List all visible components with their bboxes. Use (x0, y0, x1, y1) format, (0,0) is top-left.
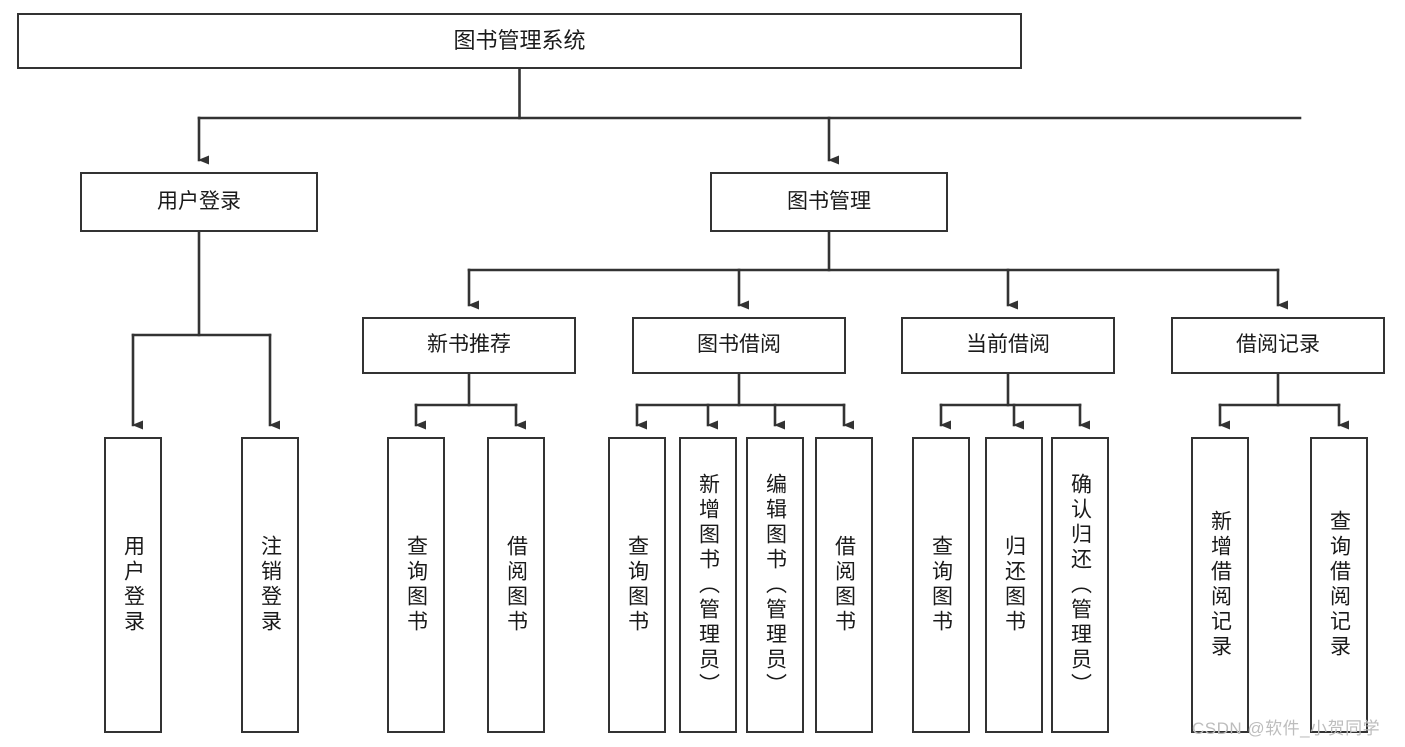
node-borrow-record-label: 借阅记录 (1236, 333, 1320, 357)
node-leaf-return-book[interactable]: 归还图书 (985, 437, 1043, 733)
node-leaf-user-logout[interactable]: 注销登录 (241, 437, 299, 733)
node-leaf-add-record[interactable]: 新增借阅记录 (1191, 437, 1249, 733)
node-leaf-confirm-return-label: 确认归还（管理员） (1068, 472, 1092, 698)
node-current-borrow-label: 当前借阅 (966, 333, 1050, 357)
node-leaf-query-book-rec-label: 查询图书 (404, 535, 428, 635)
node-user-login[interactable]: 用户登录 (80, 172, 318, 232)
node-book-borrow[interactable]: 图书借阅 (632, 317, 846, 374)
node-leaf-query-book-cur-label: 查询图书 (929, 535, 953, 635)
node-leaf-query-record-label: 查询借阅记录 (1327, 510, 1351, 660)
node-new-book-rec[interactable]: 新书推荐 (362, 317, 576, 374)
node-leaf-return-book-label: 归还图书 (1002, 535, 1026, 635)
node-leaf-user-logout-label: 注销登录 (258, 535, 282, 635)
node-current-borrow[interactable]: 当前借阅 (901, 317, 1115, 374)
node-new-book-rec-label: 新书推荐 (427, 333, 511, 357)
node-leaf-confirm-return[interactable]: 确认归还（管理员） (1051, 437, 1109, 733)
node-user-login-label: 用户登录 (157, 189, 241, 213)
node-leaf-user-login-label: 用户登录 (121, 535, 145, 635)
node-leaf-borrow-book-rec-label: 借阅图书 (504, 535, 528, 635)
node-root[interactable]: 图书管理系统 (17, 13, 1022, 69)
node-leaf-query-record[interactable]: 查询借阅记录 (1310, 437, 1368, 733)
node-borrow-record[interactable]: 借阅记录 (1171, 317, 1385, 374)
node-leaf-edit-book-label: 编辑图书（管理员） (763, 472, 787, 698)
node-leaf-query-book[interactable]: 查询图书 (608, 437, 666, 733)
node-leaf-edit-book[interactable]: 编辑图书（管理员） (746, 437, 804, 733)
node-leaf-query-book-cur[interactable]: 查询图书 (912, 437, 970, 733)
node-leaf-borrow-book-label: 借阅图书 (832, 535, 856, 635)
node-root-label: 图书管理系统 (453, 28, 586, 54)
node-leaf-borrow-book[interactable]: 借阅图书 (815, 437, 873, 733)
node-leaf-query-book-rec[interactable]: 查询图书 (387, 437, 445, 733)
node-leaf-add-book-label: 新增图书（管理员） (696, 472, 720, 698)
node-book-manage-label: 图书管理 (787, 189, 871, 213)
node-book-borrow-label: 图书借阅 (697, 333, 781, 357)
node-leaf-borrow-book-rec[interactable]: 借阅图书 (487, 437, 545, 733)
node-leaf-query-book-label: 查询图书 (625, 535, 649, 635)
node-leaf-add-book[interactable]: 新增图书（管理员） (679, 437, 737, 733)
node-leaf-add-record-label: 新增借阅记录 (1208, 510, 1232, 660)
node-leaf-user-login[interactable]: 用户登录 (104, 437, 162, 733)
node-book-manage[interactable]: 图书管理 (710, 172, 948, 232)
